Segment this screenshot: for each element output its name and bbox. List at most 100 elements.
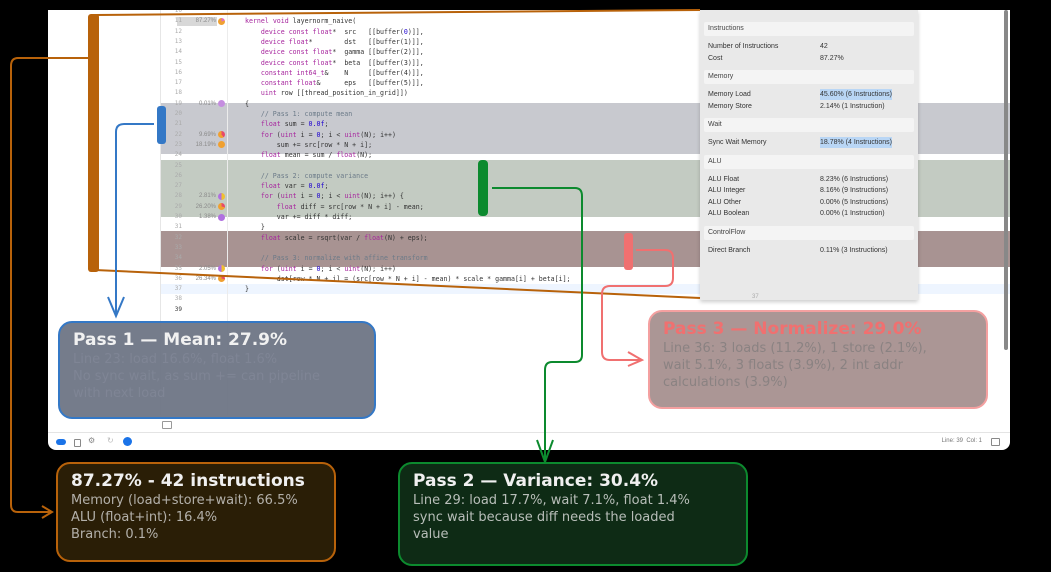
gutter-divider: [160, 10, 161, 415]
panel-section-header: Memory: [704, 70, 914, 84]
pass2-body-2: sync wait because diff needs the loaded: [413, 510, 675, 525]
metric-label: Cost: [708, 54, 723, 62]
metric-label: ALU Float: [708, 175, 740, 183]
code-line[interactable]: 22 9.69% for (uint i = 0; i < uint(N); i+…: [160, 130, 1010, 140]
pass3-body-3: calculations (3.9%): [663, 375, 788, 390]
code-text: float scale = rsqrt(var / float(N) + eps…: [260, 233, 428, 242]
metric-label: Number of Instructions: [708, 43, 779, 50]
cost-pie-icon[interactable]: [218, 131, 225, 139]
pass3-body-1: Line 36: 3 loads (11.2%), 1 store (2.1%)…: [663, 341, 927, 356]
code-line[interactable]: 20 // Pass 1: compute mean: [160, 109, 1010, 119]
line-number: 21: [174, 120, 182, 128]
line-number: 35: [174, 264, 182, 272]
line-number: 14: [174, 48, 182, 56]
code-text: uint row [[thread_position_in_grid]]): [260, 89, 408, 98]
line-number: 39: [174, 305, 182, 313]
code-text: device const float* gamma [[buffer(2)]],: [260, 48, 424, 57]
code-text: constant int64_t& N [[buffer(4)]],: [260, 68, 424, 77]
code-line[interactable]: 13 device float* dst [[buffer(1)]],: [160, 37, 1010, 47]
code-text: var += diff * diff;: [245, 213, 353, 221]
code-line[interactable]: 33: [160, 243, 1010, 253]
code-line[interactable]: 25: [160, 161, 1010, 171]
line-number: 15: [174, 58, 182, 66]
metric-value: 45.60% (6 Instructions): [820, 89, 892, 100]
panel-footer-line: 37: [752, 294, 759, 300]
code-line[interactable]: 23 18.19% sum += src[row * N + i];: [160, 140, 1010, 150]
line-number: 22: [174, 130, 182, 138]
code-line[interactable]: 15 device const float* beta [[buffer(3)]…: [160, 58, 1010, 68]
line-number: 18: [174, 89, 182, 97]
cost-pie-icon[interactable]: [218, 192, 225, 200]
cost-pie-icon[interactable]: [218, 100, 225, 108]
code-line[interactable]: 31 }: [160, 222, 1010, 232]
cost-pie-icon[interactable]: [218, 275, 225, 283]
cost-pie-icon[interactable]: [218, 141, 225, 149]
refresh-icon[interactable]: ↻: [107, 436, 114, 445]
code-text: for (uint i = 0; i < uint(N); i++): [260, 130, 396, 139]
line-number: 29: [174, 202, 182, 210]
line-cost-percent: 9.69%: [198, 131, 216, 138]
console-icon[interactable]: [74, 439, 81, 447]
code-line[interactable]: 32 float scale = rsqrt(var / float(N) + …: [160, 233, 1010, 243]
code-line[interactable]: 26 // Pass 2: compute variance: [160, 171, 1010, 181]
code-line[interactable]: 19 0.01% {: [160, 99, 1010, 109]
code-line[interactable]: 14 device const float* gamma [[buffer(2)…: [160, 47, 1010, 57]
line-cost-percent: 0.01%: [198, 100, 216, 107]
code-line[interactable]: 27 float var = 0.0f;: [160, 181, 1010, 191]
cost-pie-icon[interactable]: [218, 265, 225, 272]
info-icon[interactable]: [123, 437, 132, 446]
line11-highlight: [177, 17, 217, 26]
code-line[interactable]: 39: [160, 305, 1010, 315]
code-line[interactable]: 17 constant float& eps [[buffer(5)]],: [160, 78, 1010, 88]
code-text: for (uint i = 0; i < uint(N); i++): [260, 264, 396, 273]
cost-pie-icon[interactable]: [218, 213, 225, 221]
cost-pie-icon[interactable]: [218, 203, 225, 211]
metric-label: Direct Branch: [708, 246, 751, 254]
line-number: 27: [174, 182, 182, 190]
total-body-2: ALU (float+int): 16.4%: [71, 510, 218, 525]
debug-bug-icon[interactable]: ⚙: [88, 436, 96, 445]
vertical-scrollbar[interactable]: [1004, 10, 1008, 350]
code-line[interactable]: 21 float sum = 0.0f;: [160, 119, 1010, 129]
code-text: {: [245, 99, 249, 108]
minimap-toggle-icon[interactable]: [162, 421, 172, 429]
code-line[interactable]: 16 constant int64_t& N [[buffer(4)]],: [160, 68, 1010, 78]
panel-metric-row: ALU Float 8.23% (6 Instructions): [708, 174, 908, 185]
panel-section-header: Instructions: [704, 22, 914, 36]
line-number: 23: [174, 140, 182, 148]
line-number: 20: [174, 110, 182, 117]
code-text: device const float* src [[buffer(0)]],: [260, 27, 424, 36]
code-line[interactable]: 12 device const float* src [[buffer(0)]]…: [160, 27, 1010, 37]
code-line[interactable]: 18 uint row [[thread_position_in_grid]]): [160, 88, 1010, 98]
line-cost-percent: 2.81%: [198, 193, 216, 200]
line-cost-percent: 18.19%: [195, 141, 216, 148]
pass1-body-1: Line 23: load 16.6%, float 1.6%: [73, 352, 278, 367]
pass2-body-3: value: [413, 527, 449, 542]
metric-value: 18.78% (4 Instructions): [820, 137, 892, 148]
pass1-body-3: with next load: [73, 386, 166, 401]
line-number: 19: [174, 99, 182, 107]
line-number: 28: [174, 192, 182, 200]
panel-toggle-icon[interactable]: [991, 438, 1000, 446]
code-divider: [227, 10, 228, 415]
code-text: device float* dst [[buffer(1)]],: [260, 37, 424, 46]
metric-value: 0.00% (5 Instructions): [820, 198, 889, 206]
line-cost-percent: 87.27%: [195, 18, 216, 25]
pass3-body-2: wait 5.1%, 3 floats (3.9%), 2 int addr: [663, 358, 903, 373]
code-text: sum += src[row * N + i];: [245, 140, 373, 149]
cost-pie-icon[interactable]: [218, 17, 225, 25]
breakpoints-toggle-icon[interactable]: [56, 439, 66, 445]
code-line[interactable]: 34 // Pass 3: normalize with affine tran…: [160, 253, 1010, 263]
metric-value: 8.23% (6 Instructions): [820, 175, 889, 183]
code-text: }: [245, 223, 265, 232]
code-line[interactable]: 24 float mean = sum / float(N);: [160, 150, 1010, 160]
line-number: 33: [174, 243, 182, 251]
